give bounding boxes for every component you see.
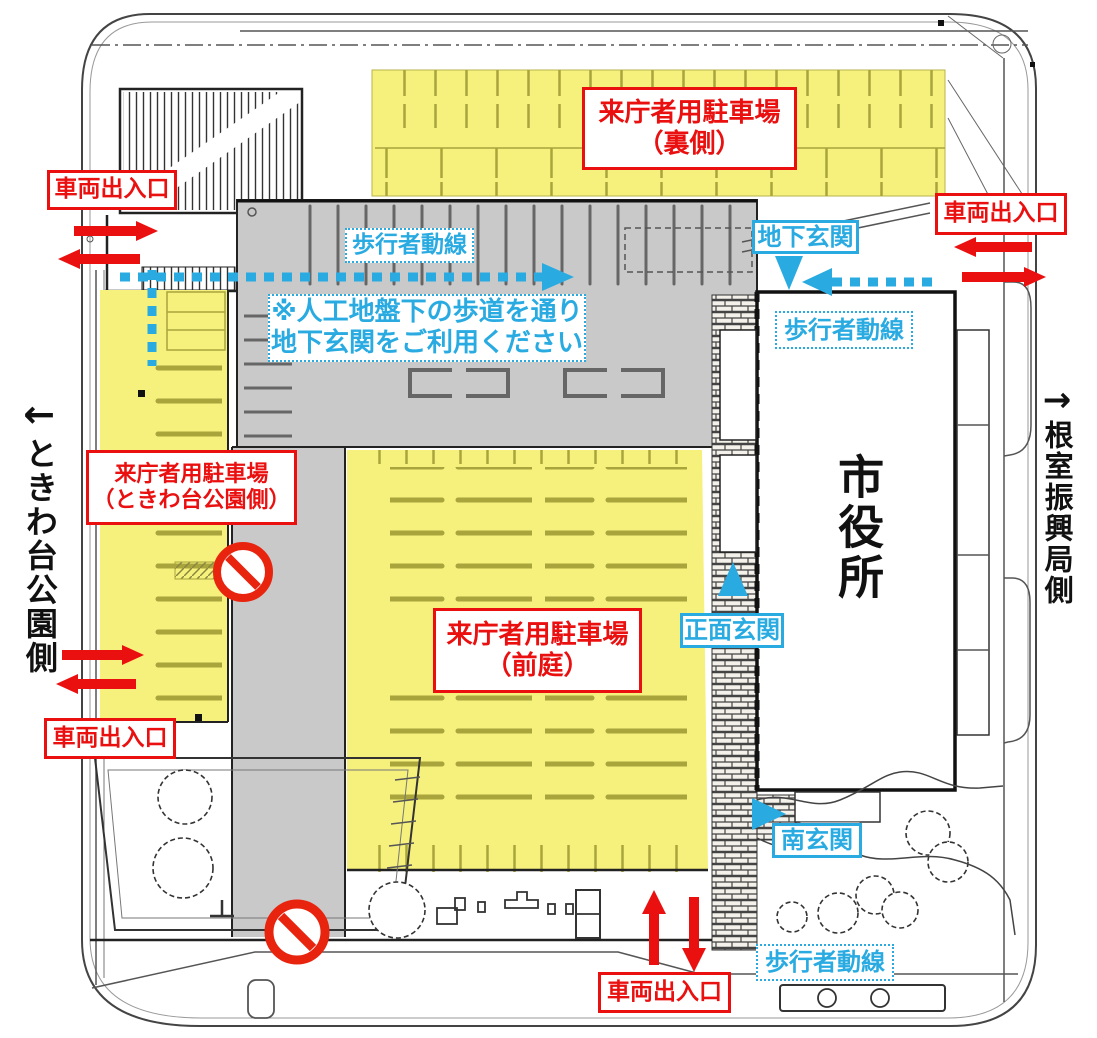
south-entrance-label: 南玄関 [772, 823, 862, 858]
vehicle-flow-arrows [56, 221, 1046, 972]
pedestrian-route-label-south: 歩行者動線 [756, 944, 894, 981]
street-label-tokiwadai-park: ← ときわ台公園側 [20, 392, 59, 675]
vehicle-gate-label-s: 車両出入口 [598, 972, 731, 1013]
south-entrance-pointer-icon [752, 798, 786, 830]
pedestrian-route-lines [120, 263, 932, 366]
pedestrian-route-label-deck: 歩行者動線 [345, 228, 474, 263]
street-label-nemuro-bureau: → 根室振興局側 [1040, 380, 1075, 607]
underground-entrance-label: 地下玄関 [752, 220, 859, 254]
main-entrance-label: 正面玄関 [680, 613, 784, 648]
parking-tokiwadai-label: 来庁者用駐車場 （ときわ台公園側） [86, 450, 297, 525]
underground-walkway-notice: ※人工地盤下の歩道を通り 地下玄関をご利用ください [268, 294, 586, 362]
east-wing [956, 281, 1032, 744]
east-arrow: → [1042, 380, 1072, 420]
pedestrian-route-label-east: 歩行者動線 [775, 311, 913, 349]
main-entrance-pointer-icon [718, 562, 748, 596]
trees [152, 769, 969, 939]
vehicle-gate-label-nw: 車両出入口 [47, 170, 177, 210]
entrance-triangles [718, 256, 803, 830]
vehicle-gate-label-sw: 車両出入口 [44, 718, 176, 759]
underground-entrance-pointer-icon [775, 256, 803, 290]
city-hall-label: 市役所 [831, 453, 886, 603]
no-entry-icon [213, 542, 273, 602]
city-hall-building [719, 202, 957, 835]
no-entry-icon [264, 899, 330, 965]
west-arrow: ← [23, 392, 55, 436]
vehicle-gate-label-ne: 車両出入口 [935, 193, 1067, 235]
parking-back-label: 来庁者用駐車場 （裏側） [582, 87, 797, 170]
parking-front-label: 来庁者用駐車場 （前庭） [433, 608, 642, 693]
